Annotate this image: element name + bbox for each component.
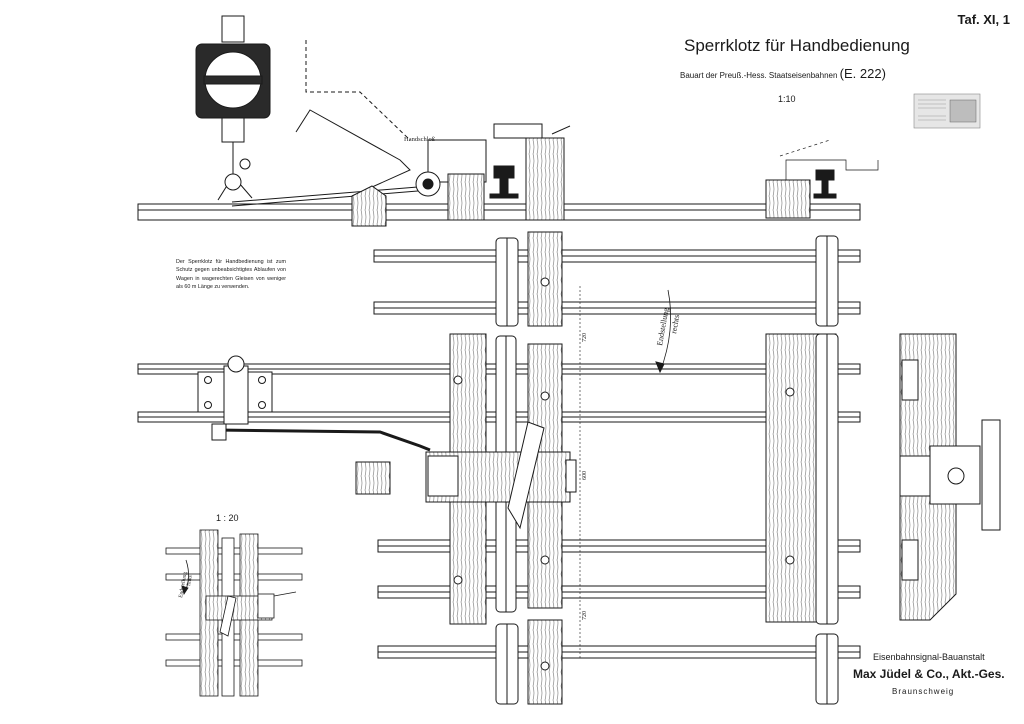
dim-label-upper: 720 <box>582 333 588 342</box>
scale-detail: 1 : 20 <box>216 513 239 523</box>
subtitle-text: Bauart der Preuß.-Hess. Staatseisenbahne… <box>680 71 838 80</box>
plate-number: Taf. XI, 1 <box>957 12 1011 27</box>
plan-view <box>137 231 861 705</box>
maker-line2: Max Jüdel & Co., Akt.-Ges. <box>853 667 1005 681</box>
rail-upper <box>373 249 861 315</box>
dim-label-middle: 600 <box>582 471 588 480</box>
label-side-main: rechts <box>669 314 681 334</box>
maker-line1: Eisenbahnsignal-Bauanstalt <box>873 652 985 662</box>
maker-line3: Braunschweig <box>892 687 955 696</box>
section-view <box>899 333 1001 621</box>
lantern-base-plate <box>197 355 273 425</box>
logo-stamp <box>913 93 981 129</box>
lock-box-plan <box>425 421 577 530</box>
drawing-title: Sperrklotz für Handbedienung <box>684 36 910 55</box>
bolts <box>453 277 795 671</box>
lock-mechanism <box>415 123 571 197</box>
description-text: Der Sperrklotz für Handbedienung ist zum… <box>176 259 286 291</box>
subtitle-code: (E. 222) <box>839 66 886 81</box>
drawing-subtitle: Bauart der Preuß.-Hess. Staatseisenbahne… <box>680 66 886 81</box>
scale-main: 1:10 <box>778 94 796 104</box>
side-elevation <box>137 15 879 227</box>
signal-lantern <box>195 15 271 201</box>
detail-view <box>165 529 303 697</box>
label-endstellung-detail: Endstellung <box>178 571 189 598</box>
label-side-detail: links <box>186 575 194 587</box>
dim-label-lower: 720 <box>582 611 588 620</box>
label-handschloss: Handschloß <box>404 136 436 143</box>
